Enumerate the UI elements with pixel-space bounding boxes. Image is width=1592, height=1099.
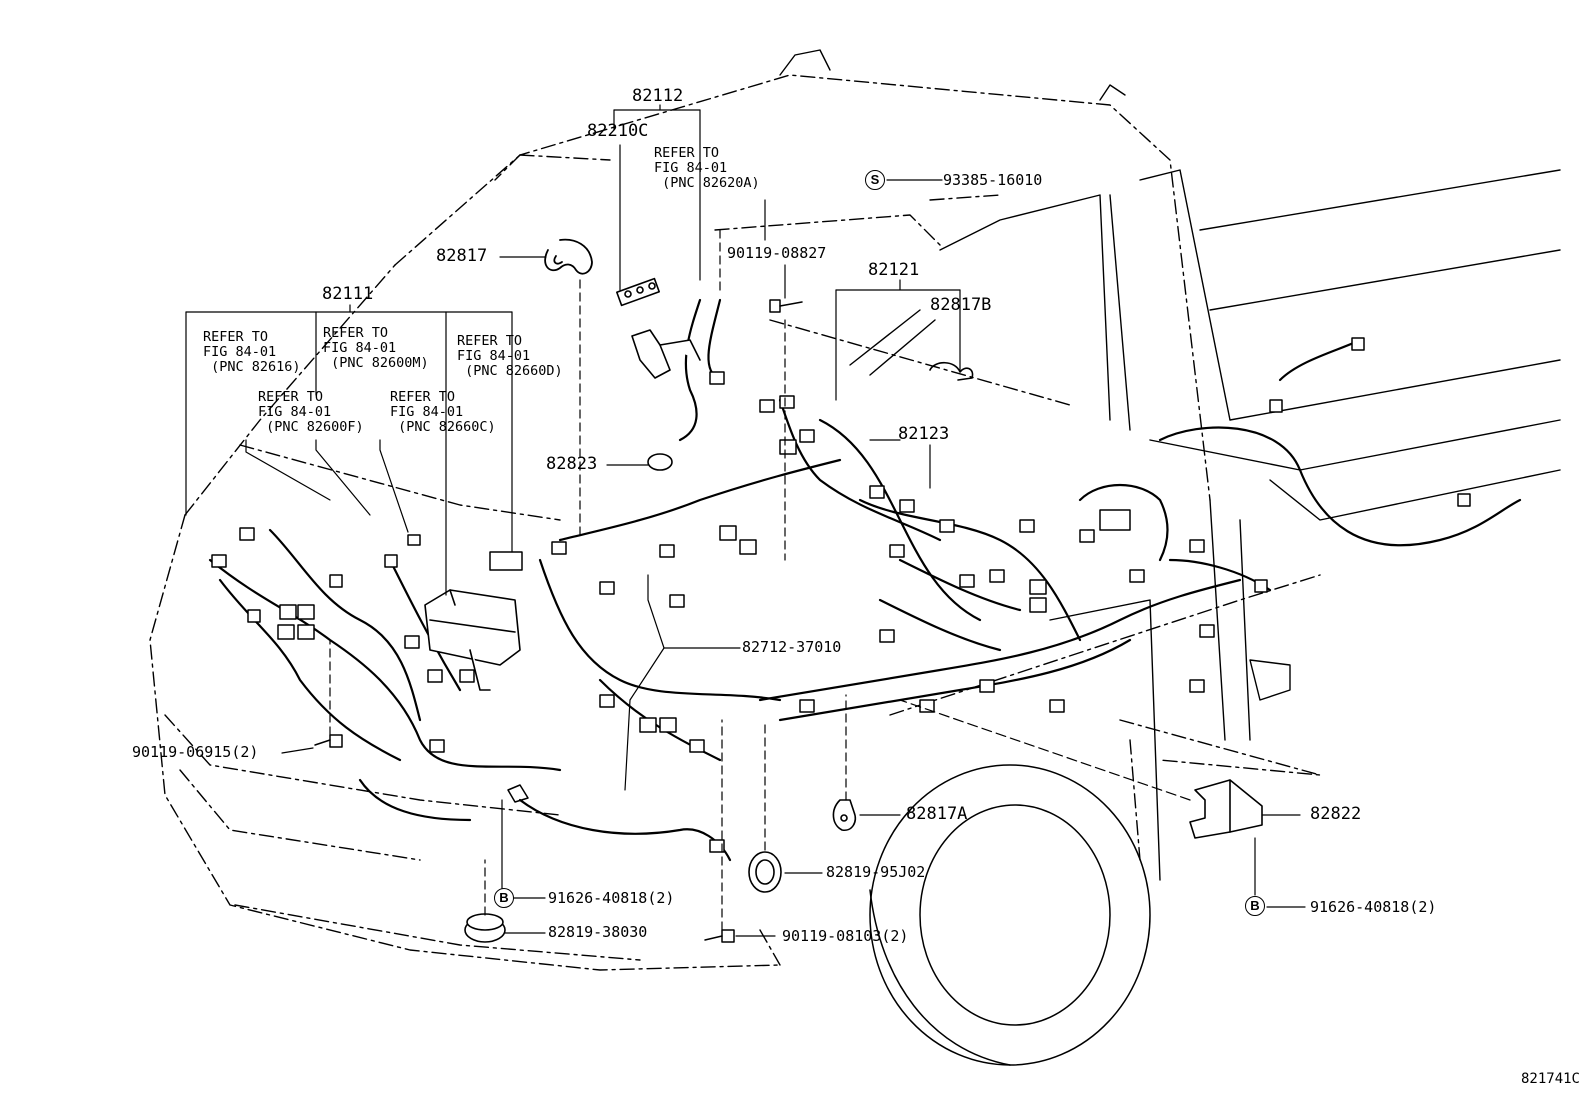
- part-label-82712-37010: 82712-37010: [742, 638, 842, 656]
- part-label-91626-40818-right: 91626-40818(2): [1310, 898, 1437, 916]
- refer-note-82660d: REFER TO FIG 84-01 (PNC 82660D): [457, 333, 563, 379]
- refer-note-82600m: REFER TO FIG 84-01 (PNC 82600M): [323, 325, 429, 371]
- part-label-90119-08827: 90119-08827: [727, 244, 827, 262]
- bracket-82822: [1189, 779, 1263, 839]
- clamp-82817: [544, 238, 593, 275]
- part-label-93385-16010: 93385-16010: [943, 171, 1043, 189]
- part-label-82123: 82123: [898, 424, 950, 444]
- part-label-82111: 82111: [322, 284, 374, 304]
- part-label-91626-40818-left: 91626-40818(2): [548, 889, 675, 907]
- grommet-82819-95j02: [748, 851, 782, 893]
- connector-82210c: [616, 277, 660, 307]
- part-label-90119-08103: 90119-08103(2): [782, 927, 909, 945]
- part-label-82817: 82817: [436, 246, 488, 266]
- symbol-b-right: B: [1245, 896, 1265, 916]
- part-label-82817b: 82817B: [930, 295, 992, 315]
- part-label-82121: 82121: [868, 260, 920, 280]
- part-label-82112: 82112: [632, 86, 684, 106]
- cab-and-bed-lines: [779, 49, 1561, 881]
- refer-note-82660c: REFER TO FIG 84-01 (PNC 82660C): [390, 389, 496, 435]
- front-wheel: [869, 764, 1151, 1066]
- figure-id: 821741C: [1520, 1071, 1580, 1087]
- bolt-90119-06915: [314, 734, 343, 748]
- sensor-bracket: [631, 329, 701, 379]
- refer-note-82616: REFER TO FIG 84-01 (PNC 82616): [203, 329, 301, 375]
- part-label-90119-06915: 90119-06915(2): [132, 743, 259, 761]
- part-label-82819-38030: 82819-38030: [548, 923, 648, 941]
- grommet-82823: [647, 453, 673, 471]
- grommet-82819-38030: [464, 913, 506, 943]
- part-label-82823: 82823: [546, 454, 598, 474]
- refer-note-82620a: REFER TO FIG 84-01 (PNC 82620A): [654, 145, 760, 191]
- bolt-90119-08103: [704, 929, 735, 943]
- leader-lines: [185, 104, 1306, 937]
- part-label-82819-95j02: 82819-95J02: [826, 863, 926, 881]
- clamp-82817a: [832, 799, 857, 832]
- part-label-82210c: 82210C: [587, 121, 649, 141]
- symbol-s: S: [865, 170, 885, 190]
- symbol-b-left: B: [494, 888, 514, 908]
- clamp-91626: [507, 784, 529, 803]
- harness-wires: [208, 298, 1522, 862]
- part-label-82822: 82822: [1310, 804, 1362, 824]
- vehicle-body-outline: [149, 74, 1321, 971]
- clamp-82817b: [929, 361, 974, 381]
- relay-block: [424, 589, 521, 691]
- part-label-82817a: 82817A: [906, 804, 968, 824]
- refer-note-82600f: REFER TO FIG 84-01 (PNC 82600F): [258, 389, 364, 435]
- connectors: [211, 337, 1471, 853]
- bolt-90119-08827: [769, 299, 803, 313]
